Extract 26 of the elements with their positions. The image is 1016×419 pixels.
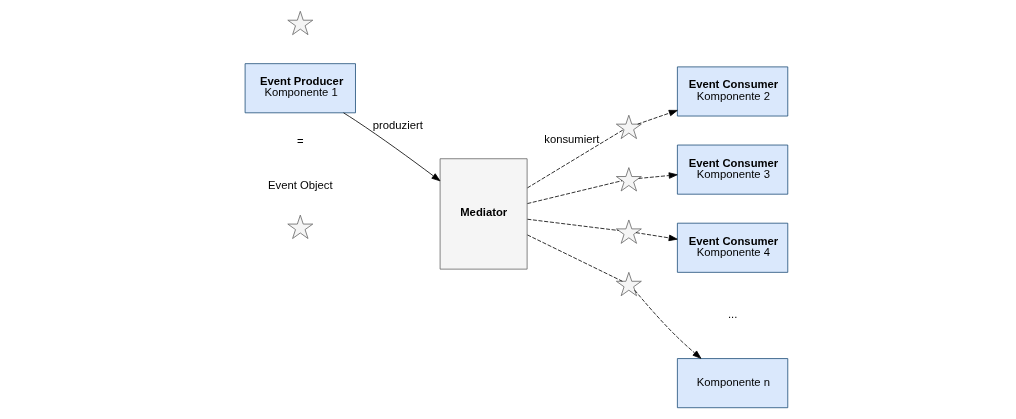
arrow xyxy=(342,112,440,182)
legend-label: Event Object xyxy=(267,178,333,191)
connector xyxy=(526,129,624,189)
connector xyxy=(526,218,619,231)
node-box: Komponente n xyxy=(676,358,788,409)
label: = xyxy=(296,135,304,148)
node-star xyxy=(615,114,642,139)
edge-label: konsumiert xyxy=(543,133,599,146)
arrow xyxy=(635,232,678,242)
node-star xyxy=(615,271,642,297)
node-box: Event Consumer Komponente 3 xyxy=(676,144,788,195)
node-star xyxy=(615,219,642,244)
node-box: Event Consumer Komponente 2 xyxy=(676,66,788,117)
node-star xyxy=(286,10,313,36)
node-box: Mediator xyxy=(439,158,528,270)
connector xyxy=(526,234,623,282)
arrow xyxy=(637,172,678,179)
connector xyxy=(526,180,623,204)
node-box: Event Producer Komponente 1 xyxy=(244,63,356,114)
arrow xyxy=(633,289,701,359)
node-star xyxy=(615,167,642,192)
label: ... xyxy=(727,308,737,321)
node-star xyxy=(286,214,313,239)
edge-label: produziert xyxy=(372,119,423,132)
arrow xyxy=(636,109,678,125)
node-box: Event Consumer Komponente 4 xyxy=(676,222,788,273)
